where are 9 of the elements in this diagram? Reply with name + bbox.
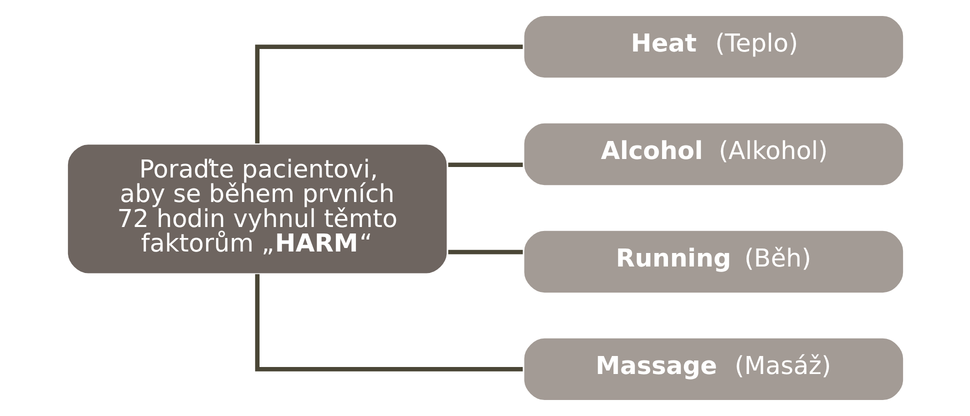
node-box: Heat (Teplo) xyxy=(522,14,904,80)
node-box: Massage (Masáž) xyxy=(522,336,904,402)
node-box: Running (Běh) xyxy=(522,229,904,294)
connector xyxy=(448,250,522,254)
connector xyxy=(254,274,522,372)
connector xyxy=(448,162,522,168)
connector xyxy=(254,44,522,144)
node-box: Poraďte pacientovi, aby se během prvních 72 hodin vyhnul těmto faktorům „HARM“ xyxy=(66,142,448,275)
node-box: Alcohol (Alkohol) xyxy=(522,122,904,187)
